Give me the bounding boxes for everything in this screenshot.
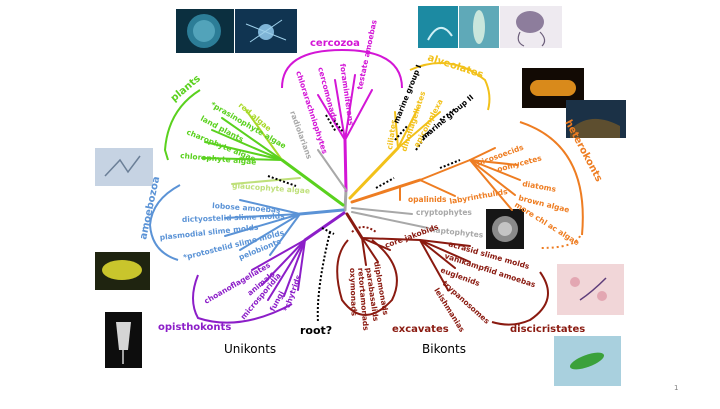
thumbnail-dinoflagellate-photo xyxy=(418,6,458,48)
heterokonts-dashed xyxy=(539,235,581,249)
alveolates-bracket xyxy=(409,61,491,111)
discicristates-bracket xyxy=(491,271,549,326)
heterokonts-bracket xyxy=(519,121,584,236)
bikonts-label: Bikonts xyxy=(422,342,466,356)
taxon-opalinids: opalinids xyxy=(408,195,447,204)
plants-bracket xyxy=(163,89,201,161)
taxon-ciliates: ciliates xyxy=(385,118,398,150)
taxon-dictyostelid-slime-molds: dictyostelid slime molds xyxy=(182,211,286,224)
root-label: root? xyxy=(300,324,332,337)
thumbnail-plasmodial-slime-mold-photo xyxy=(95,252,150,290)
page-number: 1 xyxy=(674,384,678,392)
thumbnail-euglena-photo xyxy=(554,336,621,386)
thumbnail-apicomplexan-photo xyxy=(500,6,562,48)
group-label-excavates: excavates xyxy=(392,324,449,335)
group-label-opisthokonts: opisthokonts xyxy=(158,322,231,333)
group-label-alveolates: alveolates xyxy=(426,52,485,80)
taxon-cryptophytes: cryptophytes xyxy=(416,208,472,217)
root-dotted-line xyxy=(316,231,331,323)
taxon-cercomonads: cercomonads xyxy=(316,66,339,123)
thumbnail-foraminiferan-photo xyxy=(235,9,297,53)
thumbnail-ciliate-photo xyxy=(459,6,499,48)
taxon-glaucophyte-algae: glaucophyte algae xyxy=(232,181,310,195)
thumbnail-brown-algae-photo xyxy=(566,100,626,138)
group-label-plants: plants xyxy=(169,73,203,104)
taxon-labyrinthulids: labyrinthulids xyxy=(449,187,509,206)
cercozoa-bracket xyxy=(281,48,403,89)
tree-branches xyxy=(201,74,521,301)
taxon-oxymonads: oxymonads xyxy=(348,268,359,317)
thumbnail-cryptophyte-photo xyxy=(486,209,524,249)
thumbnail-dictyostelid-photo xyxy=(95,148,153,186)
taxon-diatoms: diatoms xyxy=(522,179,558,194)
thumbnail-radiolarian-photo xyxy=(176,9,234,53)
opisthokonts-bracket xyxy=(192,274,293,324)
thumbnail-trypanosome-photo xyxy=(557,264,624,315)
thumbnail-choanoflagellate-photo xyxy=(105,312,142,368)
excavates-bracket xyxy=(336,239,398,316)
amoebozoa-bracket xyxy=(148,184,181,261)
unikonts-label: Unikonts xyxy=(224,342,276,356)
group-label-discicristates: discicristates xyxy=(510,324,585,335)
group-label-cercozoa: cercozoa xyxy=(310,38,360,49)
dotted-markers xyxy=(267,107,461,323)
